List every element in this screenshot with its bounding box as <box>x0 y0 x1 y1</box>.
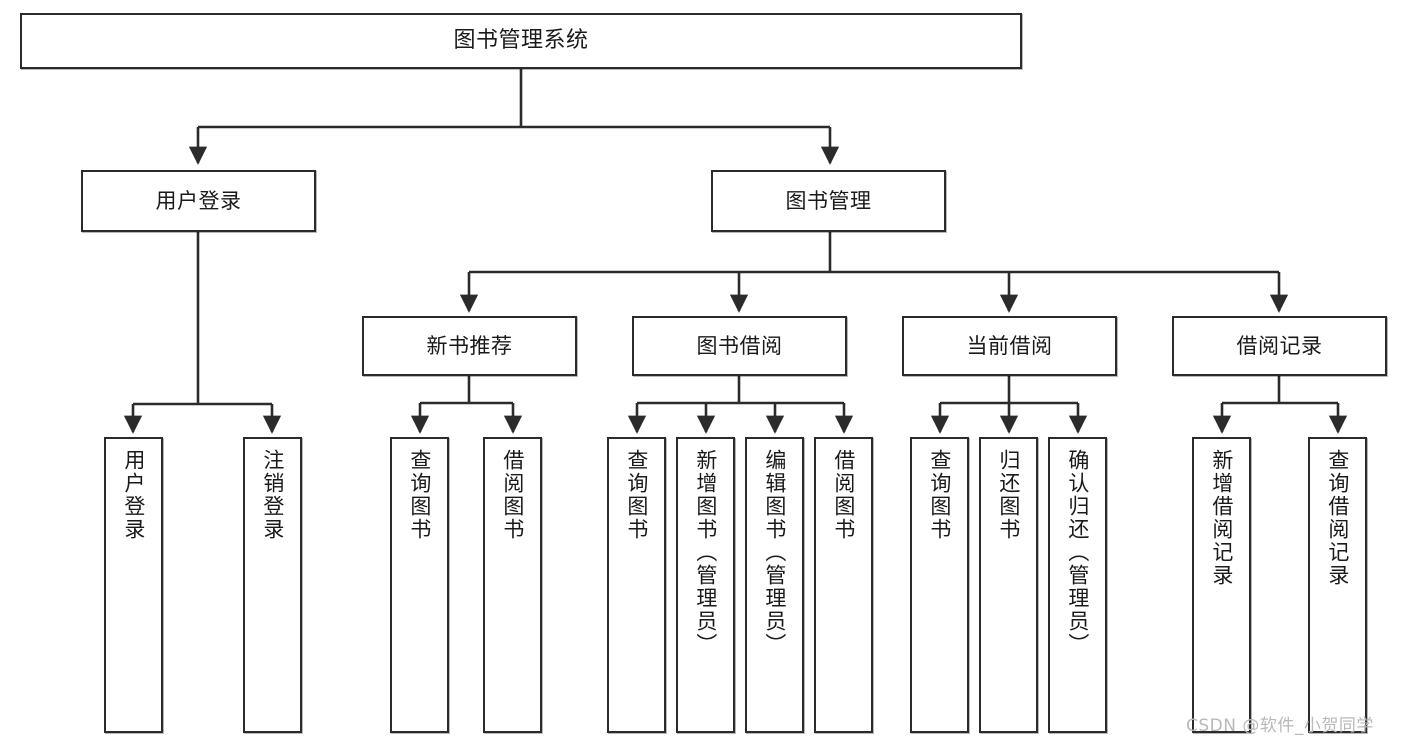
node-root-system[interactable]: 图书管理系统 <box>20 13 1022 69</box>
node-label: 新增图书（管理员） <box>693 449 718 656</box>
node-new-book-recommend[interactable]: 新书推荐 <box>362 316 577 376</box>
node-borrow-record[interactable]: 借阅记录 <box>1172 316 1387 376</box>
leaf-borrow-record-add[interactable]: 新增借阅记录 <box>1192 437 1251 733</box>
node-current-borrow[interactable]: 当前借阅 <box>902 316 1117 376</box>
node-label: 当前借阅 <box>966 333 1053 358</box>
node-label: 用户登录 <box>155 188 242 213</box>
node-label: 用户登录 <box>121 449 146 541</box>
node-label: 查询图书 <box>407 449 432 541</box>
leaf-book-borrow-borrow[interactable]: 借阅图书 <box>814 437 873 733</box>
node-label: 编辑图书（管理员） <box>762 449 787 656</box>
node-label: 新书推荐 <box>426 333 513 358</box>
leaf-book-borrow-query[interactable]: 查询图书 <box>607 437 666 733</box>
node-book-borrow[interactable]: 图书借阅 <box>632 316 847 376</box>
leaf-book-borrow-add[interactable]: 新增图书（管理员） <box>676 437 735 733</box>
node-label: 图书管理 <box>785 188 872 213</box>
watermark: CSDN @软件_小贺同学 <box>1186 716 1374 736</box>
node-label: 查询借阅记录 <box>1325 449 1350 587</box>
leaf-current-borrow-confirm-return[interactable]: 确认归还（管理员） <box>1048 437 1107 733</box>
node-label: 查询图书 <box>624 449 649 541</box>
node-label: 图书借阅 <box>696 333 783 358</box>
node-label: 确认归还（管理员） <box>1065 449 1090 656</box>
node-label: 归还图书 <box>996 449 1021 541</box>
node-label: 图书管理系统 <box>453 28 589 54</box>
node-user-login[interactable]: 用户登录 <box>81 170 316 232</box>
leaf-borrow-record-query[interactable]: 查询借阅记录 <box>1308 437 1367 733</box>
leaf-new-book-query[interactable]: 查询图书 <box>390 437 449 733</box>
node-label: 借阅记录 <box>1236 333 1323 358</box>
leaf-user-login-login[interactable]: 用户登录 <box>104 437 163 733</box>
node-label: 新增借阅记录 <box>1209 449 1234 587</box>
node-label: 借阅图书 <box>831 449 856 541</box>
leaf-user-login-logout[interactable]: 注销登录 <box>243 437 302 733</box>
node-book-management[interactable]: 图书管理 <box>711 170 946 232</box>
leaf-current-borrow-query[interactable]: 查询图书 <box>910 437 969 733</box>
leaf-book-borrow-edit[interactable]: 编辑图书（管理员） <box>745 437 804 733</box>
node-label: 查询图书 <box>927 449 952 541</box>
node-label: 注销登录 <box>260 449 285 541</box>
node-label: 借阅图书 <box>500 449 525 541</box>
leaf-new-book-borrow[interactable]: 借阅图书 <box>483 437 542 733</box>
leaf-current-borrow-return[interactable]: 归还图书 <box>979 437 1038 733</box>
